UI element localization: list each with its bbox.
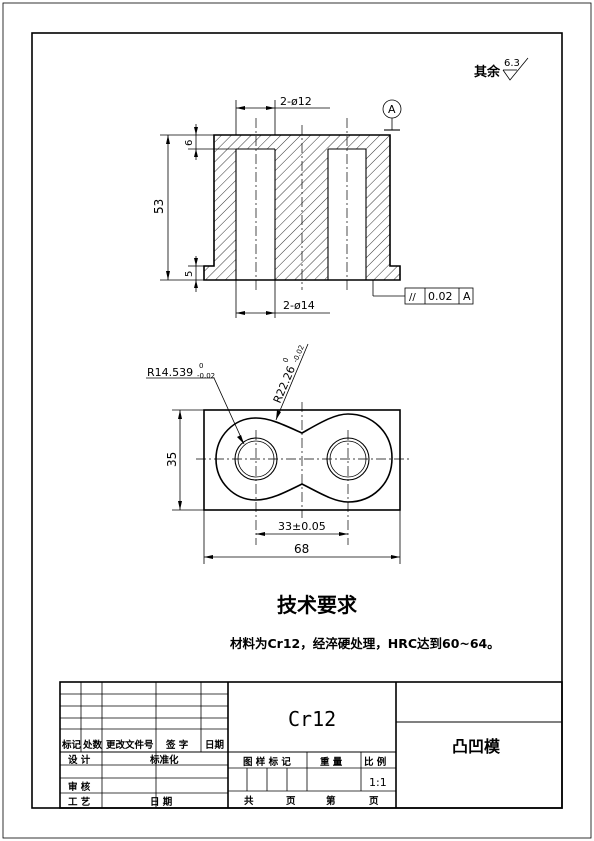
header-change-doc: 更改文件号	[106, 739, 154, 751]
total-label: 共	[244, 795, 254, 807]
scale-value: 1:1	[369, 776, 387, 789]
hatch-left-wall	[214, 135, 236, 280]
leader-r-small-arrow	[237, 435, 244, 444]
title-block: 标记 处数 更改文件号 签 字 日期 设 计 标准化 审 核 工 艺 日 期 C…	[59, 681, 563, 809]
tol-value: 0.02	[428, 290, 453, 303]
radius-small-lower: -0.02	[197, 372, 215, 380]
roughness-note: 其余 6.3	[474, 57, 529, 81]
requirements-text: 材料为Cr12，经淬硬处理，HRC达到60~64。	[229, 636, 500, 651]
header-date: 日期	[205, 739, 224, 751]
dim-step5-arrow-b	[194, 280, 198, 288]
leader-r-small	[213, 377, 245, 445]
radius-small-text: R14.539	[147, 366, 193, 379]
radius-large-text: R22.26	[271, 364, 298, 405]
page-label: 页	[369, 796, 379, 807]
sheet-label: 页	[286, 796, 296, 807]
leader-r-large-arrow	[276, 410, 281, 420]
dim-height-arrow-bottom	[166, 271, 170, 280]
dim-bottom-arrow-left	[236, 311, 245, 315]
requirements-title: 技术要求	[277, 593, 358, 617]
dim-length-arrow-left	[204, 555, 213, 559]
role-date: 日 期	[150, 796, 172, 808]
hatch-center-web	[275, 135, 328, 280]
datum-letter: A	[388, 103, 396, 116]
roughness-label: 其余	[474, 64, 501, 80]
dim-step5-text: 5	[184, 271, 195, 277]
roughness-symbol-icon	[502, 57, 529, 81]
leader-r-large	[275, 343, 309, 421]
dim-width-arrow-top	[178, 410, 182, 419]
dim-top-arrow-left	[236, 106, 245, 110]
page-no-label: 第	[326, 795, 336, 807]
material-text: Cr12	[288, 707, 336, 731]
dim-center-text: 33±0.05	[278, 520, 326, 533]
dim-height-text: 53	[152, 199, 166, 214]
dim-width-text: 35	[165, 452, 179, 467]
hatch-right-foot	[390, 266, 400, 280]
hatch-left-top-lip	[236, 135, 275, 149]
dim-bottom-hole-text: 2-ø14	[283, 299, 315, 312]
dim-step6-arrow-b	[194, 149, 198, 157]
tol-symbol: //	[409, 292, 416, 303]
tol-frame-box	[404, 287, 474, 305]
dim-center-arrow-left	[256, 532, 265, 536]
dim-length-text: 68	[294, 542, 309, 556]
roughness-value: 6.3	[504, 58, 520, 69]
title-block-frame	[59, 681, 563, 809]
weight-label: 重 量	[320, 756, 343, 768]
revision-grid	[60, 682, 228, 808]
dim-top-arrow-right	[266, 106, 275, 110]
dim-bottom-arrow-right	[266, 311, 275, 315]
dim-top-hole-text: 2-ø12	[280, 95, 312, 108]
role-standardization: 标准化	[149, 754, 179, 766]
dim-step6-text: 6	[184, 140, 195, 146]
tol-datum: A	[463, 290, 471, 303]
hatch-left-foot	[204, 266, 214, 280]
scale-label: 比 例	[364, 756, 386, 768]
dim-width-arrow-bottom	[178, 501, 182, 510]
header-sign: 签 字	[165, 739, 189, 751]
header-count: 处数	[82, 739, 103, 751]
role-design: 设 计	[68, 754, 91, 766]
role-review: 审 核	[68, 781, 91, 793]
dim-step5-arrow-a	[194, 258, 198, 266]
top-view: R14.539 0 -0.02 R22.26 0 -0.02 35 33±0.0…	[146, 343, 410, 564]
stage-label: 图 样 标 记	[243, 756, 291, 768]
radius-small-upper: 0	[199, 362, 203, 370]
front-view: 2-ø12 2-ø14 53 6 5 A	[152, 95, 474, 318]
dim-length-arrow-right	[391, 555, 400, 559]
radius-large-upper: 0	[281, 357, 290, 364]
dim-height-arrow-top	[166, 135, 170, 144]
header-mark: 标记	[61, 739, 82, 751]
dim-center-arrow-right	[339, 532, 348, 536]
dim-step6-arrow-a	[194, 127, 198, 135]
part-name: 凸凹模	[452, 737, 501, 756]
hatch-right-wall	[366, 135, 390, 280]
role-process: 工 艺	[68, 796, 91, 808]
